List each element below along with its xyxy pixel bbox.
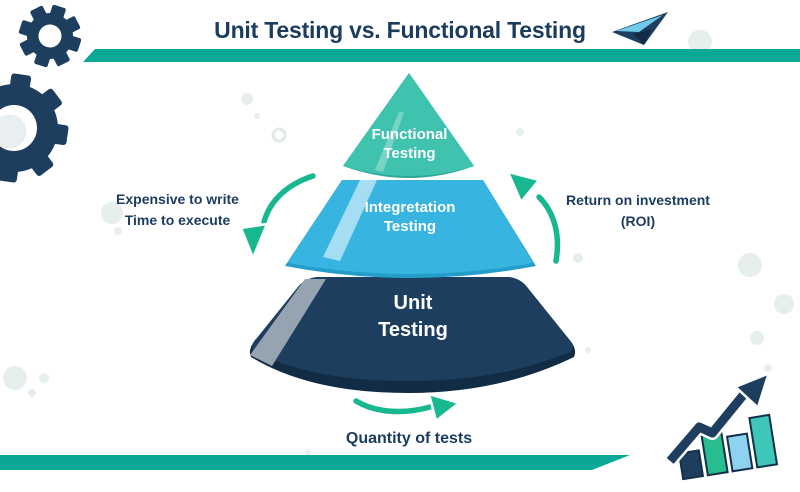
layer-label-functional: Functional Testing [337, 125, 482, 163]
background-bubbles [3, 30, 794, 455]
large-gear-icon [0, 73, 69, 183]
layer-label-integration: Integretation Testing [335, 198, 485, 236]
unit-layer-glare [250, 279, 326, 366]
annotation-left-line1: Expensive to write [116, 191, 239, 207]
pyramid-layer-integration [285, 180, 536, 278]
page-title: Unit Testing vs. Functional Testing [214, 17, 586, 43]
annotation-left-line2: Time to execute [124, 212, 231, 228]
growth-chart-icon [663, 371, 779, 481]
gears-icon [0, 4, 82, 183]
top-divider-bar [83, 49, 800, 62]
layer-label-integration-line2: Testing [383, 218, 437, 235]
layer-label-unit: Unit Testing [333, 290, 493, 344]
layer-label-functional-line1: Functional [371, 126, 448, 143]
layer-label-functional-line2: Testing [383, 145, 436, 162]
functional-layer-glare [375, 112, 404, 172]
layer-label-unit-line2: Testing [378, 319, 448, 341]
annotation-right-line1: Return on investment [566, 192, 710, 208]
integration-layer-glare [323, 180, 377, 261]
pyramid-layer-functional [343, 73, 474, 178]
right-curved-arrow-icon [505, 170, 563, 266]
left-curved-arrow-icon [239, 171, 318, 262]
bottom-divider-bar [0, 455, 630, 470]
annotation-right: Return on investment (ROI) [553, 190, 723, 232]
paper-plane-icon [612, 12, 668, 45]
layer-label-integration-line1: Integretation [364, 199, 456, 216]
annotation-bottom: Quantity of tests [345, 430, 473, 447]
annotation-left: Expensive to write Time to execute [95, 189, 260, 231]
small-gear-icon [18, 4, 82, 68]
pyramid-layer-unit [249, 277, 576, 393]
annotation-right-line2: (ROI) [620, 213, 656, 229]
bottom-curved-arrow-icon [351, 392, 462, 424]
layer-label-unit-line1: Unit [393, 292, 433, 314]
